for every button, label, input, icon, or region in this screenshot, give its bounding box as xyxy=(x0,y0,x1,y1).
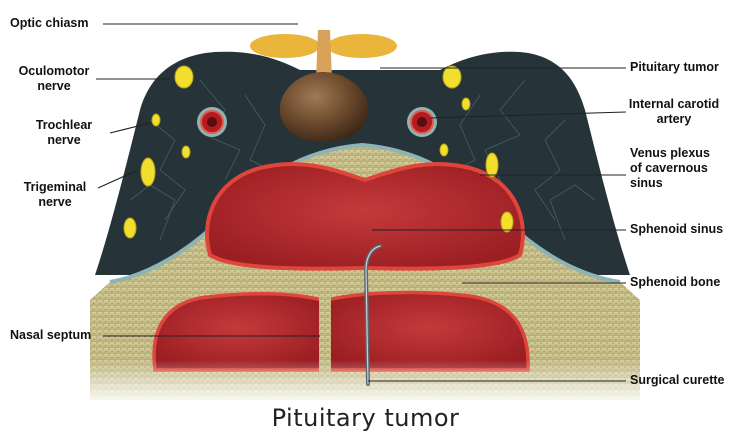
oculomotor-nerve-left xyxy=(175,66,193,88)
abducens-nerve-left xyxy=(182,146,190,158)
label-trochlear-nerve: Trochlear nerve xyxy=(20,118,108,148)
carotid-left-lumen xyxy=(207,117,217,127)
abducens-nerve-right xyxy=(440,144,448,156)
label-trochlear-line2: nerve xyxy=(20,133,108,148)
label-sphenoid-bone: Sphenoid bone xyxy=(630,275,720,290)
bottom-fade xyxy=(90,360,640,405)
trigeminal-nerve-left-2 xyxy=(124,218,136,238)
label-oculomotor-nerve: Oculomotor nerve xyxy=(14,64,94,94)
label-optic-chiasm: Optic chiasm xyxy=(10,16,89,31)
label-venus-line2: of cavernous xyxy=(630,161,710,176)
label-internal-carotid-line2: artery xyxy=(624,112,724,127)
label-trigeminal-line2: nerve xyxy=(14,195,96,210)
label-venus-line1: Venus plexus xyxy=(630,146,710,161)
label-trigeminal-nerve: Trigeminal nerve xyxy=(14,180,96,210)
trigeminal-nerve-right-1 xyxy=(486,153,498,177)
label-venus-plexus: Venus plexus of cavernous sinus xyxy=(630,146,710,191)
label-internal-carotid-artery: Internal carotid artery xyxy=(624,97,724,127)
oculomotor-nerve-right xyxy=(443,66,461,88)
label-nasal-septum: Nasal septum xyxy=(10,328,91,343)
carotid-right-lumen xyxy=(417,117,427,127)
label-pituitary-tumor: Pituitary tumor xyxy=(630,60,719,75)
trigeminal-nerve-left-1 xyxy=(141,158,155,186)
label-venus-line3: sinus xyxy=(630,176,710,191)
label-oculomotor-line2: nerve xyxy=(14,79,94,94)
caption: Pituitary tumor xyxy=(0,404,731,432)
label-trochlear-line1: Trochlear xyxy=(20,118,108,133)
nasal-cavity-left xyxy=(154,294,322,370)
label-surgical-curette: Surgical curette xyxy=(630,373,724,388)
label-trigeminal-line1: Trigeminal xyxy=(14,180,96,195)
trigeminal-nerve-right-2 xyxy=(501,212,513,232)
trochlear-nerve-right xyxy=(462,98,470,110)
optic-chiasm-left xyxy=(250,34,320,58)
label-sphenoid-sinus: Sphenoid sinus xyxy=(630,222,723,237)
trochlear-nerve-left xyxy=(152,114,160,126)
optic-chiasm-right xyxy=(327,34,397,58)
label-internal-carotid-line1: Internal carotid xyxy=(624,97,724,112)
label-oculomotor-line1: Oculomotor xyxy=(14,64,94,79)
nasal-cavity-right xyxy=(328,293,528,370)
sphenoid-sinus xyxy=(207,164,523,269)
